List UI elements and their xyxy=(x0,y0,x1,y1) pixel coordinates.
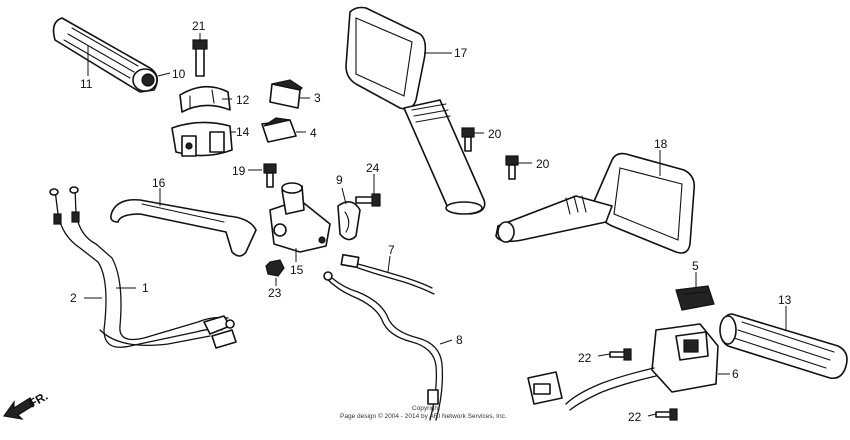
callout-18: 18 xyxy=(654,137,668,151)
right-grip[interactable] xyxy=(719,313,848,380)
clutch-switch-7[interactable] xyxy=(340,253,435,295)
copyright-footer: Copyright Page design © 2004 - 2014 by A… xyxy=(340,405,507,420)
callout-17: 17 xyxy=(454,46,468,60)
bolt-20-upper[interactable] xyxy=(461,127,475,152)
callout-19: 19 xyxy=(232,164,246,178)
callout-24: 24 xyxy=(366,161,380,175)
callout-14: 14 xyxy=(236,125,250,139)
copyright-line-2: Page design © 2004 - 2014 by ARI Network… xyxy=(340,412,507,420)
switch-cover-3[interactable] xyxy=(269,79,303,109)
callout-22b: 22 xyxy=(628,410,642,424)
screw-19[interactable] xyxy=(263,163,277,188)
callout-11: 11 xyxy=(80,77,93,91)
callout-2: 2 xyxy=(70,291,77,305)
bolt-21[interactable] xyxy=(192,39,208,77)
lever-bracket[interactable] xyxy=(269,182,331,253)
switch-5[interactable] xyxy=(675,285,715,311)
callout-15: 15 xyxy=(290,263,304,277)
callout-9: 9 xyxy=(336,173,343,187)
left-mirror[interactable] xyxy=(345,6,486,215)
callout-20a: 20 xyxy=(488,127,502,141)
callout-12: 12 xyxy=(236,93,250,107)
throttle-housing-upper[interactable] xyxy=(179,85,231,113)
callout-20b: 20 xyxy=(536,157,550,171)
nut-23[interactable] xyxy=(265,259,285,277)
clutch-lever[interactable] xyxy=(110,198,257,257)
callout-3: 3 xyxy=(314,91,321,105)
left-grip[interactable] xyxy=(52,17,158,93)
throttle-housing-lower[interactable] xyxy=(171,121,233,157)
callouts: 1 2 3 4 5 6 7 8 9 10 11 12 13 14 15 16 1… xyxy=(70,19,792,424)
callout-8: 8 xyxy=(456,333,463,347)
switch-4[interactable] xyxy=(261,117,297,143)
front-arrow-icon xyxy=(2,397,35,420)
front-direction-indicator: FR. xyxy=(2,389,50,420)
callout-4: 4 xyxy=(310,126,317,140)
callout-1: 1 xyxy=(142,281,149,295)
callout-23: 23 xyxy=(268,286,282,300)
screw-22-upper[interactable] xyxy=(609,348,632,361)
right-mirror[interactable] xyxy=(495,152,696,254)
right-switch-housing[interactable] xyxy=(527,323,719,411)
bolt-24[interactable] xyxy=(355,193,381,207)
callout-5: 5 xyxy=(692,259,699,273)
leader-lines xyxy=(84,33,787,417)
screw-22-lower[interactable] xyxy=(655,408,678,421)
callout-10: 10 xyxy=(172,67,186,81)
clutch-cable-8[interactable] xyxy=(323,271,444,421)
callout-16: 16 xyxy=(152,176,166,190)
throttle-cables[interactable] xyxy=(49,186,237,349)
callout-22a: 22 xyxy=(578,351,592,365)
callout-13: 13 xyxy=(778,293,792,307)
bolt-20-lower[interactable] xyxy=(505,155,519,180)
copyright-line-1: Copyright xyxy=(412,405,440,412)
callout-7: 7 xyxy=(388,243,395,257)
callout-21: 21 xyxy=(192,19,206,33)
clamp-9[interactable] xyxy=(337,201,361,241)
callout-6: 6 xyxy=(732,367,739,381)
